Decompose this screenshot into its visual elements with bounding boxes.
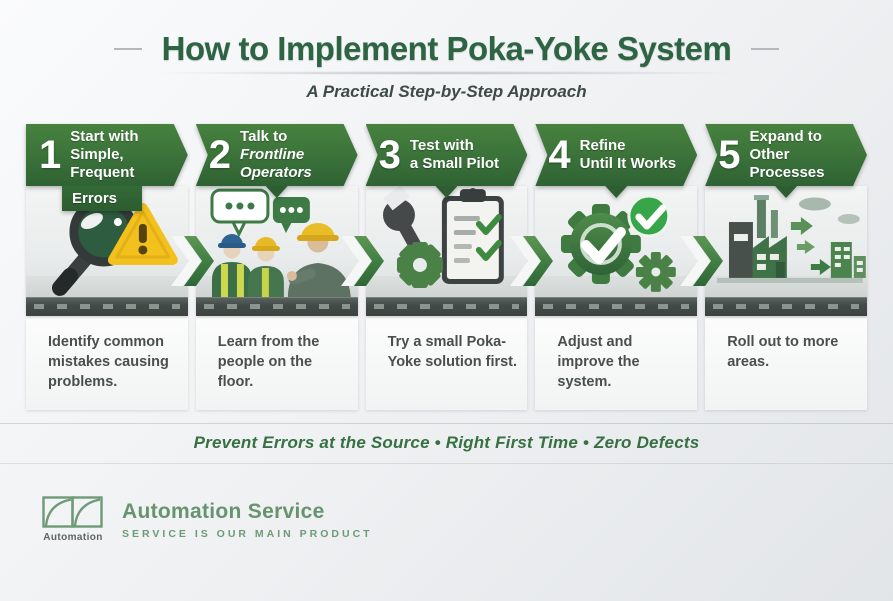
step-column-5: 5 Expand to Other Processes [705,124,867,410]
brand-name: Automation Service [122,499,325,523]
step-2-title: Talk to Frontline Operators [240,128,312,181]
step-3-number: 3 [378,133,401,177]
title-left-dash [113,48,142,50]
step-1-banner: 1 Start with Simple, Frequent [26,124,188,186]
step-4-banner: 4 Refine Until It Works [535,124,697,186]
step-3-banner: 3 Test with a Small Pilot [366,124,528,186]
logo-label: Automation [43,532,103,543]
buildings-icon [831,242,866,278]
tagline-bar: Prevent Errors at the Source • Right Fir… [0,423,893,464]
page-title: How to Implement Poka-Yoke System [161,30,732,67]
workers-conversation-icon [195,186,358,316]
title-right-dash [751,48,780,50]
step-2-number: 2 [208,133,232,177]
speech-bubble-icon [280,222,292,234]
gear-icon [396,242,443,288]
footer: Automation Automation Service SERVICE IS… [0,496,893,543]
step-1-number: 1 [39,133,62,177]
conveyor-belt [26,297,188,316]
step-4-number: 4 [548,133,571,177]
step-3-title: Test with a Small Pilot [409,137,500,172]
step-3-illustration [382,186,504,288]
factory-expansion-icon [705,186,867,316]
step-5-title: Expand to Other Processes [749,128,825,181]
step-4-title: Refine Until It Works [579,137,677,172]
cloud-icon [799,197,832,211]
conveyor-belt [365,297,528,316]
step-1-title: Start with Simple, Frequent [70,128,139,181]
step-2-illustration [210,188,351,298]
conveyor-belt [705,297,867,316]
step-2-banner: 2 Talk to Frontline Operators [196,124,358,186]
step-1-title-tab: Errors [62,186,142,211]
step-1-illustration [51,197,178,296]
gear-icon [636,251,677,292]
step-4-description: Adjust and improve the system. [535,318,698,410]
step-arrow-icon [171,236,215,286]
conveyor-belt [535,297,698,316]
wrench-gear-checklist-icon [365,186,528,316]
step-arrow-icon [680,236,724,286]
step-column-2: 2 Talk to Frontline Operators [195,124,358,410]
step-5-illustration [717,195,866,283]
expansion-arrows-icon [791,217,832,275]
step-5-banner: 5 Expand to Other Processes [705,124,867,186]
brand-slogan: SERVICE IS OUR MAIN PRODUCT [122,527,373,540]
header: How to Implement Poka-Yoke System A Prac… [0,0,893,102]
brand-text: Automation Service SERVICE IS OUR MAIN P… [122,500,373,540]
step-1-description: Identify common mistakes causing problem… [26,318,188,410]
gear-checkmark-icon [535,186,698,316]
step-5-number: 5 [718,133,741,177]
step-arrow-icon [341,236,385,286]
conveyor-belt [195,297,358,316]
step-column-4: 4 Refine Until It Works [535,124,698,410]
subtitle: A Practical Step-by-Step Approach [306,82,587,101]
title-underline [146,71,747,75]
step-3-description: Try a small Poka-Yoke solution first. [365,318,528,410]
step-column-3: 3 Test with a Small Pilot [365,124,528,410]
factory-icon [729,222,754,278]
gear-icon [561,204,642,284]
cloud-icon [838,214,860,225]
step-column-1: 1 Start with Simple, Frequent Errors [26,124,188,410]
step-5-description: Roll out to more areas. [705,318,867,410]
automation-logo-icon [42,496,103,528]
checkmark-badge-icon [627,194,671,238]
step-arrow-icon [510,236,554,286]
brand-logo: Automation [42,496,104,543]
step-2-description: Learn from the people on the floor. [195,318,358,410]
tagline-text: Prevent Errors at the Source • Right Fir… [193,433,700,452]
step-4-illustration [561,194,677,292]
steps-row: 1 Start with Simple, Frequent Errors [0,124,893,410]
